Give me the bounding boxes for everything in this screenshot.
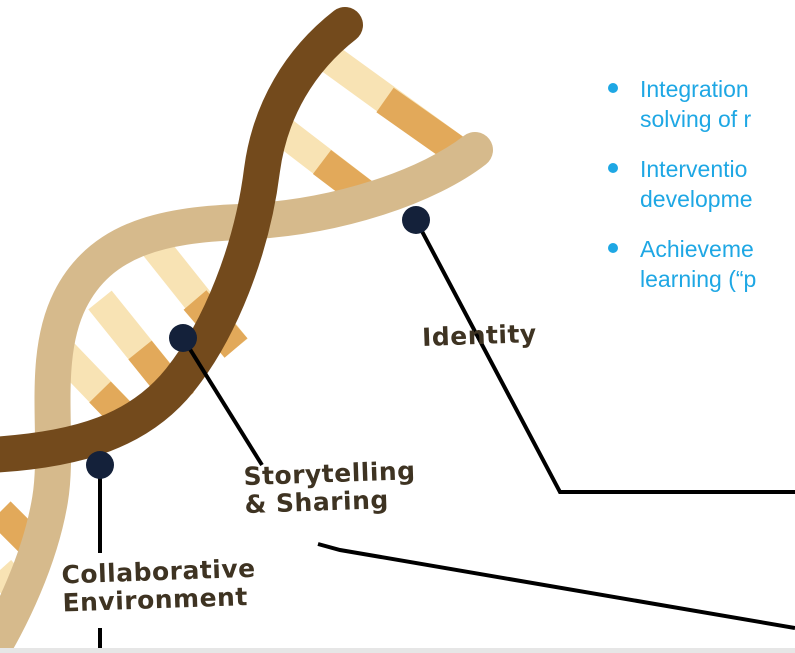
collaborative-node xyxy=(86,451,114,479)
identity-connector xyxy=(414,219,795,494)
bullet-line1: Achieveme xyxy=(640,236,754,262)
label-storytelling-sharing: Storytelling & Sharing xyxy=(243,456,425,519)
bullet-item: Achieveme learning (“p xyxy=(608,234,795,294)
storytelling-connector xyxy=(181,336,264,467)
bullet-dot-icon xyxy=(608,163,618,173)
connector-lines xyxy=(98,219,795,653)
bullet-item: Interventio developme xyxy=(608,154,795,214)
light-strand xyxy=(0,132,493,653)
bullet-line2: solving of r xyxy=(640,106,752,132)
bullet-dot-icon xyxy=(608,83,618,93)
bullet-line1: Interventio xyxy=(640,156,748,182)
label-collaborative-environment: Collaborative Environment xyxy=(61,554,263,618)
bullet-item: Integration solving of r xyxy=(608,74,795,134)
storytelling-node xyxy=(169,324,197,352)
sharing-connector xyxy=(317,542,795,630)
bullet-line1: Integration xyxy=(640,76,749,102)
bottom-edge-strip xyxy=(0,648,795,653)
bullet-line2: developme xyxy=(640,186,753,212)
bullet-list: Integration solving of r Interventio dev… xyxy=(608,74,795,314)
bullet-dot-icon xyxy=(608,243,618,253)
dark-strand xyxy=(0,7,363,473)
label-identity: Identity xyxy=(421,319,538,352)
identity-node xyxy=(402,206,430,234)
bullet-line2: learning (“p xyxy=(640,266,757,292)
